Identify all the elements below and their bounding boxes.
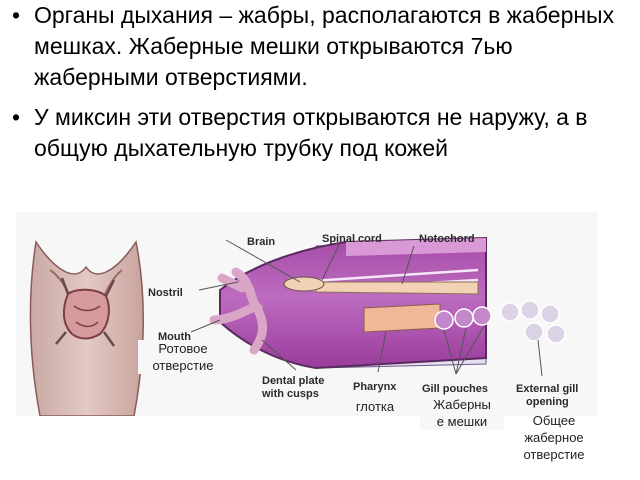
- leader-lines: [190, 239, 543, 377]
- ru-label-gill-pouches-line1: Жаберны: [433, 397, 491, 412]
- ru-label-gill-opening-line1: Общее: [532, 413, 576, 428]
- ru-label-pharynx: глотка: [345, 398, 405, 415]
- bullet-list: • Органы дыхания – жабры, располагаются …: [10, 0, 635, 164]
- hagfish-anatomy-illustration: Brain Spinal cord Notochord Nostril Mout…: [29, 233, 578, 416]
- bullet-item: • Органы дыхания – жабры, располагаются …: [10, 0, 635, 93]
- bullet-dot: •: [12, 2, 21, 28]
- ru-label-gill-opening-line3: отверстие: [523, 447, 585, 462]
- ru-label-mouth-line2: отверстие: [152, 358, 214, 373]
- ru-label-mouth: Ротовое отверстие: [138, 340, 228, 374]
- hagfish-body-section: [209, 236, 566, 370]
- label-spinal-cord: Spinal cord: [322, 233, 382, 245]
- ru-label-pharynx-text: глотка: [355, 399, 395, 414]
- bullet-text: У миксин эти отверстия открываются не на…: [34, 104, 588, 161]
- label-pharynx: Pharynx: [353, 381, 397, 393]
- label-brain: Brain: [247, 236, 275, 248]
- bullet-text: Органы дыхания – жабры, располагаются в …: [34, 2, 615, 90]
- ru-label-mouth-line1: Ротовое: [158, 341, 208, 356]
- label-dental-plate: Dental plate: [262, 375, 324, 387]
- ru-label-gill-opening: Общее жаберное отверстие: [508, 412, 600, 463]
- ru-label-gill-pouches-line2: е мешки: [436, 414, 488, 429]
- bullet-item: • У миксин эти отверстия открываются не …: [10, 102, 635, 164]
- label-gill-pouches: Gill pouches: [422, 383, 488, 395]
- label-external-gill: External gill: [516, 383, 578, 395]
- label-nostril: Nostril: [148, 287, 183, 299]
- bullet-dot: •: [12, 104, 21, 130]
- label-dental-plate-line2: with cusps: [261, 388, 319, 400]
- hagfish-anatomy-figure: Brain Spinal cord Notochord Nostril Mout…: [16, 212, 598, 416]
- head-front-view: [29, 239, 144, 416]
- ru-label-gill-pouches: Жаберны е мешки: [420, 396, 504, 430]
- label-notochord: Notochord: [419, 233, 475, 245]
- label-external-gill-line2: opening: [526, 396, 569, 408]
- ru-label-gill-opening-line2: жаберное: [524, 430, 584, 445]
